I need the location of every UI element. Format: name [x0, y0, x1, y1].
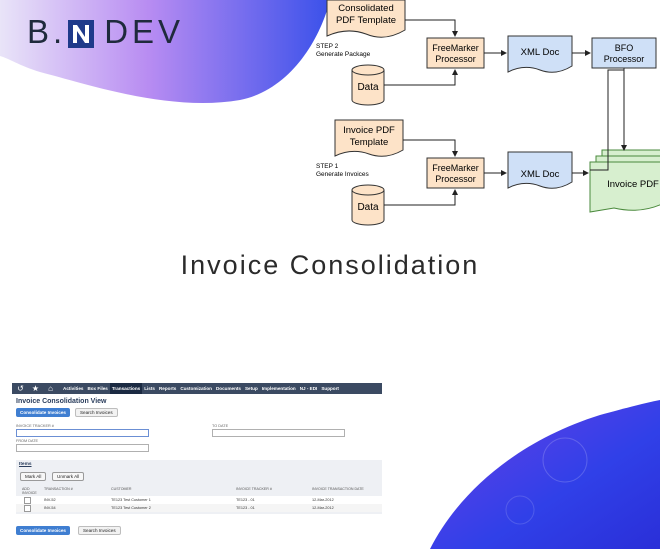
col-transaction-date: INVOICE TRANSACTION DATE [312, 487, 364, 491]
svg-text:Processor: Processor [435, 54, 476, 64]
svg-text:Processor: Processor [604, 54, 645, 64]
svg-text:FreeMarker: FreeMarker [432, 163, 479, 173]
logo-text-left: B. [27, 13, 67, 50]
svg-text:Invoice PDF: Invoice PDF [343, 125, 395, 136]
xml-doc-bottom: XML Doc [507, 151, 573, 189]
mark-all-button[interactable]: Mark All [20, 472, 47, 481]
col-add-invoice: ADD INVOICE [22, 487, 37, 495]
cell-customer: TE123 Test Customer 1 [111, 498, 151, 502]
cell-transaction: INV-54 [44, 506, 56, 510]
consolidated-template-line2: PDF Template [336, 15, 396, 26]
nav-lists[interactable]: Lists [144, 386, 155, 391]
cell-customer: TE123 Test Customer 2 [111, 506, 151, 510]
cell-tracker: TE123 - 01 [236, 506, 255, 510]
consolidate-invoices-button[interactable]: Consolidate Invoices [16, 408, 70, 417]
home-icon[interactable]: ⌂ [48, 384, 53, 393]
view-title: Invoice Consolidation View [16, 398, 107, 405]
invoice-tracker-input[interactable] [16, 429, 149, 437]
netsuite-screenshot: ↺ ★ ⌂ Activities Box Files Transactions … [12, 383, 382, 540]
page-title: Invoice Consolidation [180, 250, 480, 280]
items-tab[interactable]: Items [19, 462, 32, 467]
nav-nj-edi[interactable]: NJ - EDI [299, 386, 318, 391]
from-date-input[interactable] [16, 444, 149, 452]
nav-support[interactable]: Support [321, 386, 339, 391]
svg-text:XML Doc: XML Doc [521, 169, 560, 180]
logo-n-icon [68, 18, 95, 48]
nav-documents[interactable]: Documents [215, 386, 241, 391]
unmark-all-button[interactable]: Unmark All [52, 472, 85, 481]
to-date-label: TO DATE [212, 424, 229, 428]
step2-title: STEP 2 [316, 43, 339, 50]
recent-icon[interactable]: ↺ [17, 384, 24, 393]
svg-text:Data: Data [357, 82, 379, 93]
to-date-input[interactable] [212, 429, 345, 437]
nav-activities[interactable]: Activities [63, 386, 84, 391]
freemarker-processor-bottom: FreeMarker Processor [426, 157, 485, 189]
bfo-processor: BFO Processor [591, 37, 657, 69]
nav-transactions[interactable]: Transactions [109, 383, 143, 394]
svg-text:XML Doc: XML Doc [521, 47, 560, 58]
star-icon[interactable]: ★ [31, 384, 40, 393]
table-row[interactable]: INV-52 TE123 Test Customer 1 TE123 - 01 … [16, 496, 382, 504]
consolidated-template-line1: Consolidated [338, 3, 393, 14]
invoice-tracker-label: INVOICE TRACKER # [16, 424, 54, 428]
svg-text:FreeMarker: FreeMarker [432, 43, 479, 53]
flow-diagram: Consolidated PDF Template STEP 2 Generat… [316, 0, 660, 226]
items-section: Items Mark All Unmark All ADD INVOICE TR… [16, 460, 382, 514]
consolidate-invoices-button-bottom[interactable]: Consolidate Invoices [16, 526, 70, 535]
data-cylinder-bottom: Data [351, 184, 385, 226]
add-invoice-checkbox[interactable] [24, 497, 31, 504]
nav-reports[interactable]: Reports [158, 386, 177, 391]
step1-desc: Generate Invoices [316, 171, 370, 178]
nav-box-files[interactable]: Box Files [87, 386, 108, 391]
svg-text:Template: Template [350, 137, 389, 148]
from-date-label: FROM DATE [16, 439, 39, 443]
netsuite-nav-bar: ↺ ★ ⌂ Activities Box Files Transactions … [12, 383, 382, 394]
svg-text:Data: Data [357, 202, 379, 213]
freemarker-processor-top: FreeMarker Processor [426, 37, 485, 69]
xml-doc-top: XML Doc [507, 35, 573, 73]
col-transaction: TRANSACTION # [44, 487, 73, 491]
step2-desc: Generate Package [316, 51, 371, 58]
add-invoice-checkbox[interactable] [24, 505, 31, 512]
svg-text:Invoice PDF: Invoice PDF [607, 179, 659, 190]
table-row[interactable]: INV-54 TE123 Test Customer 2 TE123 - 01 … [16, 504, 382, 512]
svg-text:Processor: Processor [435, 174, 476, 184]
brand-logo: B. DEV [27, 12, 184, 52]
logo-text-right: DEV [104, 13, 185, 50]
cell-transaction: INV-52 [44, 498, 56, 502]
invoice-template-doc: Invoice PDF Template [334, 119, 404, 157]
nav-customization[interactable]: Customization [180, 386, 212, 391]
svg-text:BFO: BFO [615, 43, 634, 53]
cell-date: 12-Mar-2012 [312, 506, 334, 510]
invoice-pdf-stack: Invoice PDF [589, 149, 660, 213]
cell-date: 12-Mar-2012 [312, 498, 334, 502]
search-invoices-button[interactable]: Search Invoices [74, 408, 118, 417]
search-invoices-button-bottom[interactable]: Search Invoices [77, 526, 121, 535]
cell-tracker: TE123 - 01 [236, 498, 255, 502]
nav-setup[interactable]: Setup [244, 386, 258, 391]
col-invoice-tracker: INVOICE TRACKER # [236, 487, 272, 491]
data-cylinder-top: Data [351, 64, 385, 106]
col-customer: CUSTOMER [111, 487, 132, 491]
step1-title: STEP 1 [316, 163, 339, 170]
consolidated-template-doc: Consolidated PDF Template [326, 0, 406, 38]
nav-implementation[interactable]: Implementation [261, 386, 296, 391]
